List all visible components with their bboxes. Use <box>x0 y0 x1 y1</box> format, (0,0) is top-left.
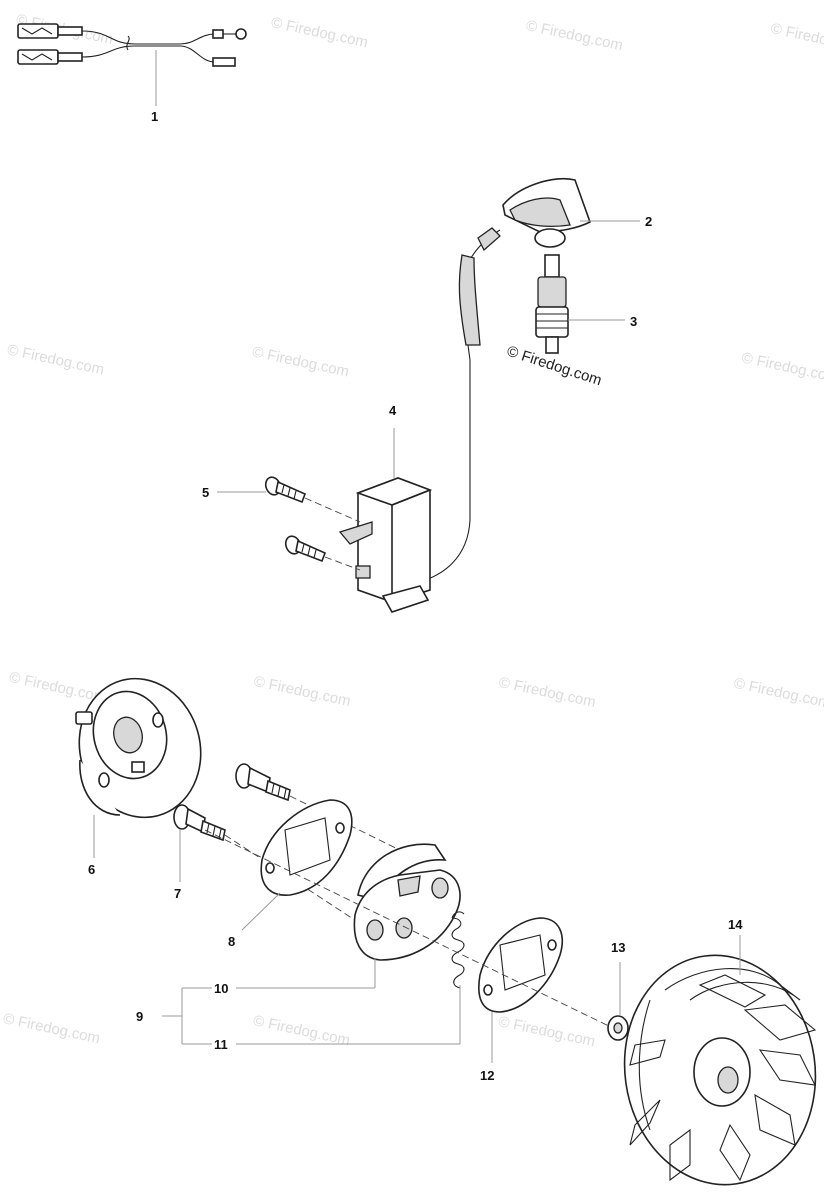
watermark: © Firedog.com <box>732 675 824 712</box>
watermark: © Firedog.com <box>6 341 106 378</box>
watermark: © Firedog.com <box>769 20 824 57</box>
spark-plug <box>535 254 569 354</box>
washer <box>607 1015 629 1041</box>
clutch-plate-front <box>260 799 353 896</box>
callout-12: 12 <box>480 1068 494 1083</box>
callout-11: 11 <box>214 1037 228 1052</box>
callout-13: 13 <box>611 940 625 955</box>
watermark: © Firedog.com <box>740 349 824 386</box>
watermark: © Firedog.com <box>2 1010 102 1047</box>
flywheel <box>623 954 817 1186</box>
group-bracket <box>162 958 461 1045</box>
spark-plug-boot <box>502 177 591 248</box>
callout-1: 1 <box>151 109 158 124</box>
callout-10: 10 <box>214 981 228 996</box>
watermark: © Firedog.com <box>252 673 352 710</box>
callout-6: 6 <box>88 862 95 877</box>
ignition-module <box>338 477 433 613</box>
clutch-plate-rear <box>478 917 564 1013</box>
wiring-harness <box>17 23 247 67</box>
watermark: © Firedog.com <box>251 343 351 380</box>
clutch-spring <box>451 911 465 989</box>
callout-2: 2 <box>645 214 652 229</box>
module-screws <box>264 476 327 563</box>
clutch-drum <box>75 677 202 819</box>
callout-7: 7 <box>174 886 181 901</box>
watermark: © Firedog.com <box>497 1013 597 1050</box>
watermark: © Firedog.com <box>270 14 370 51</box>
callout-4: 4 <box>389 403 397 418</box>
clutch-shoes <box>353 843 461 961</box>
callout-5: 5 <box>202 485 209 500</box>
callout-14: 14 <box>728 917 743 932</box>
watermark: © Firedog.com <box>497 674 597 711</box>
callout-3: 3 <box>630 314 637 329</box>
callout-9: 9 <box>136 1009 143 1024</box>
watermark: © Firedog.com <box>524 17 624 54</box>
callout-8: 8 <box>228 934 235 949</box>
shoulder-screws <box>173 763 291 842</box>
